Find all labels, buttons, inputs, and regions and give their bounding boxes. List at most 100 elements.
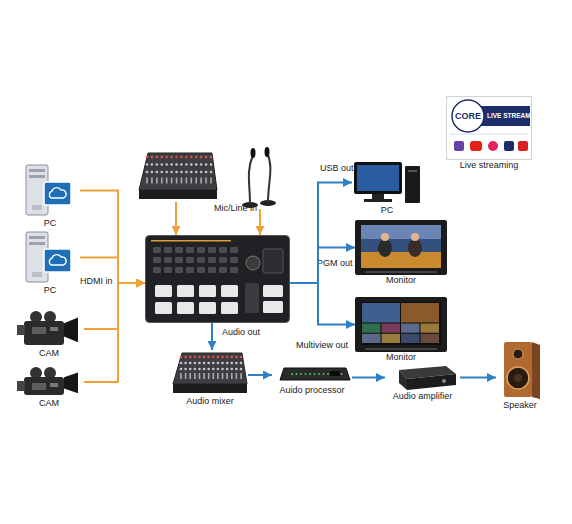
icon-rect (29, 175, 45, 178)
icon-rect (355, 220, 447, 275)
icon-polygon (139, 190, 217, 199)
icon-rect (32, 205, 42, 210)
icon-circle (411, 233, 419, 241)
device-caption: Monitor (355, 352, 447, 363)
mixer-console-icon (138, 150, 218, 202)
icon-circle (165, 163, 168, 166)
caption-area: Audio amplifier (385, 391, 460, 402)
device-caption: CAM (14, 348, 84, 359)
icon-rect (197, 257, 205, 263)
icon-circle (170, 171, 173, 174)
icon-rect (151, 178, 153, 184)
signal-arrow (211, 323, 213, 350)
icon-circle (160, 171, 163, 174)
icon-rect (24, 321, 64, 345)
icon-rect (24, 377, 64, 395)
icon-rect (197, 247, 205, 253)
icon-rect (263, 285, 283, 297)
icon-rect (222, 373, 224, 379)
icon-rect (330, 371, 340, 376)
icon-rect (166, 178, 168, 184)
pc-device-icon (20, 163, 80, 218)
icon-circle (195, 163, 198, 166)
icon-circle (203, 368, 206, 371)
icon-circle (341, 373, 343, 375)
icon-rect (447, 97, 532, 160)
icon-rect (230, 267, 238, 273)
icon-circle (190, 163, 193, 166)
icon-rect (208, 257, 216, 263)
icon-rect (240, 373, 242, 379)
caption-area: CAM (14, 398, 84, 409)
icon-polygon (280, 368, 350, 380)
signal-arrow (84, 283, 145, 329)
icon-circle (309, 373, 311, 375)
icon-circle (226, 362, 229, 365)
icon-rect (146, 236, 290, 323)
icon-ellipse (265, 147, 270, 157)
device-caption: Auido processor (272, 385, 352, 396)
signal-arrow (259, 209, 261, 235)
icon-circle (180, 156, 183, 159)
icon-circle (210, 163, 213, 166)
icon-rect (208, 267, 216, 273)
caption-area: Auido processor (272, 385, 352, 396)
icon-circle (305, 373, 307, 375)
icon-circle (165, 156, 168, 159)
audio-amplifier-icon (385, 364, 460, 391)
icon-circle (160, 156, 163, 159)
icon-circle (207, 356, 210, 359)
audio-amplifier: Audio amplifier (385, 364, 460, 402)
camera-device-icon (14, 366, 84, 398)
icon-circle (452, 100, 484, 132)
microphone-pair-icon (240, 147, 280, 209)
speaker-device: Speaker (496, 340, 544, 411)
icon-ellipse (251, 148, 256, 158)
icon-circle (198, 356, 201, 359)
icon-rect (401, 334, 420, 343)
icon-rect (230, 257, 238, 263)
camera-device: CAM (14, 310, 84, 359)
icon-circle (488, 141, 498, 151)
icon-rect (29, 242, 45, 245)
icon-path (249, 155, 253, 204)
icon-rect (186, 267, 194, 273)
icon-circle (156, 163, 159, 166)
icon-circle (212, 362, 215, 365)
signal-arrow (84, 283, 145, 382)
camera-device-icon (14, 310, 84, 348)
stream-logo-icon (446, 96, 532, 160)
icon-rect (153, 257, 161, 263)
icon-polygon (139, 153, 217, 190)
icon-rect (226, 373, 228, 379)
device-caption: PC (20, 285, 80, 296)
icon-rect (203, 373, 205, 379)
caption-area: CAM (14, 348, 84, 359)
icon-rect (151, 240, 231, 242)
device-caption: Speaker (496, 400, 544, 411)
icon-path (267, 153, 270, 202)
icon-polygon (173, 353, 247, 384)
icon-rect (199, 302, 216, 314)
icon-circle (203, 356, 206, 359)
icon-rect (191, 178, 193, 184)
icon-rect (219, 267, 227, 273)
monitor-device: Monitor (355, 220, 447, 286)
icon-circle (200, 156, 203, 159)
signal-arrow (290, 183, 352, 284)
device-caption: Audio mixer (172, 396, 248, 407)
icon-circle (210, 171, 213, 174)
icon-circle (217, 368, 220, 371)
mixer-console (138, 150, 218, 202)
pc-device-icon (20, 230, 80, 285)
monitor-device-icon (355, 220, 447, 275)
icon-rect (504, 141, 514, 151)
icon-circle (189, 356, 192, 359)
signal-arrow (460, 377, 496, 379)
icon-rect (208, 373, 210, 379)
icon-rect (219, 257, 227, 263)
icon-circle (146, 171, 149, 174)
icon-rect (155, 302, 172, 314)
icon-circle (246, 256, 260, 270)
